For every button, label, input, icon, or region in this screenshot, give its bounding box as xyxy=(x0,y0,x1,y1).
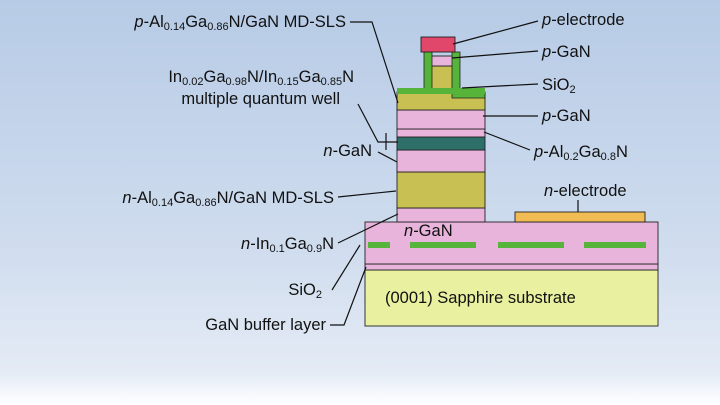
leader-p-gan-top xyxy=(451,50,539,59)
sio2-stripe xyxy=(368,242,390,248)
n-electrode-pad xyxy=(514,211,646,223)
p-gan-waveguide-layer xyxy=(396,109,486,130)
leader-mqw xyxy=(357,103,398,143)
label-sio2-left: SiO2 xyxy=(288,281,322,301)
label-p-algan: p-Al0.2Ga0.8N xyxy=(533,143,628,163)
device-structure xyxy=(364,36,659,327)
sio2-stripe xyxy=(584,242,646,248)
label-p-electrode: p-electrode xyxy=(541,11,625,29)
leader-sio2-right xyxy=(461,83,539,89)
gan-buffer-layer xyxy=(364,263,659,271)
leader-lines xyxy=(330,20,579,326)
label-n-gan-inside: n-GaN xyxy=(404,222,453,240)
leader-n-gan-left xyxy=(377,151,398,163)
leader-buffer xyxy=(330,266,367,326)
labels: p-electrode p-GaN SiO2 p-GaN p-Al0.2Ga0.… xyxy=(122,11,627,334)
label-sio2-right: SiO2 xyxy=(542,76,576,96)
label-n-electrode: n-electrode xyxy=(544,182,627,200)
label-p-sls: p-Al0.14Ga0.86N/GaN MD-SLS xyxy=(133,13,346,33)
p-algan-layer xyxy=(396,128,486,138)
label-n-gan-left: n-GaN xyxy=(323,142,372,160)
sio2-mask-stripes xyxy=(368,242,646,248)
label-sapphire-substrate: (0001) Sapphire substrate xyxy=(385,289,576,307)
leader-n-sls xyxy=(337,190,397,198)
label-mqw-line1: In0.02Ga0.98N/In0.15Ga0.85N xyxy=(168,68,354,88)
leader-sio2-left xyxy=(331,244,361,291)
leader-p-sls xyxy=(350,21,399,104)
label-n-ingan: n-In0.1Ga0.9N xyxy=(241,235,334,255)
mqw-layer xyxy=(396,136,486,151)
n-ingan-layer xyxy=(396,207,486,223)
label-p-gan-mid: p-GaN xyxy=(541,107,591,125)
leader-p-algan xyxy=(483,131,531,151)
sio2-stripe xyxy=(410,242,476,248)
leader-p-electrode xyxy=(452,20,539,45)
label-mqw-line2: multiple quantum well xyxy=(181,90,340,108)
leader-n-ingan xyxy=(337,213,399,244)
n-algan-gan-md-sls-layer xyxy=(396,171,486,209)
sapphire-substrate xyxy=(364,269,659,327)
sio2-insulation-band xyxy=(397,88,485,94)
label-n-sls: n-Al0.14Ga0.86N/GaN MD-SLS xyxy=(122,189,334,209)
label-p-gan-top: p-GaN xyxy=(541,43,591,61)
n-gan-waveguide-layer xyxy=(396,149,486,173)
label-gan-buffer: GaN buffer layer xyxy=(205,316,326,334)
sio2-stripe xyxy=(498,242,564,248)
p-electrode-pad xyxy=(420,36,456,53)
